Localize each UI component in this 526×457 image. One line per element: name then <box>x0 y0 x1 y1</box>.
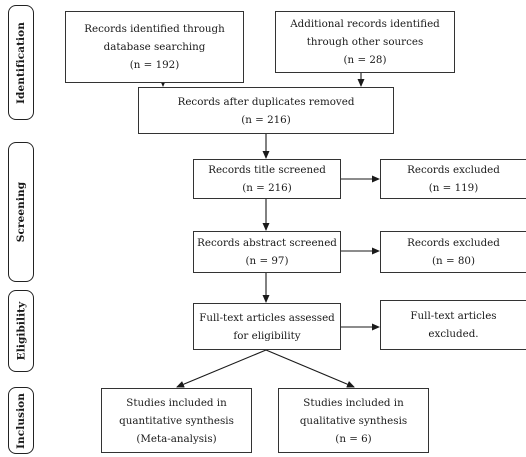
stage-inclusion: Inclusion <box>8 387 34 454</box>
fulltext-assessed-line1: Full-text articles assessed <box>199 311 335 324</box>
qualitative-count: (n = 6) <box>335 432 372 445</box>
box-abstract-excluded: Records excluded (n = 80) <box>380 231 526 273</box>
box-fulltext-assessed: Full-text articles assessed for eligibil… <box>193 303 341 350</box>
abstract-excluded-line1: Records excluded <box>407 237 500 249</box>
stage-identification: Identification <box>8 5 34 120</box>
quantitative-line1: Studies included in <box>126 396 227 409</box>
after-duplicates-line1: Records after duplicates removed <box>177 95 355 108</box>
other-sources-count: (n = 28) <box>343 54 387 66</box>
after-duplicates-count: (n = 216) <box>241 113 291 126</box>
title-screened-line1: Records title screened <box>208 164 326 176</box>
box-database-searching: Records identified through database sear… <box>65 11 244 83</box>
box-qualitative-synthesis: Studies included in qualitative synthesi… <box>278 388 429 453</box>
box-abstract-screened: Records abstract screened (n = 97) <box>193 231 341 273</box>
arrow-fulltext-to-quantitative <box>176 349 267 388</box>
arrow-fulltext-to-qualitative <box>265 349 355 388</box>
database-search-line1: Records identified through <box>84 23 225 35</box>
qualitative-line2: qualitative synthesis <box>299 414 408 427</box>
box-other-sources: Additional records identified through ot… <box>275 11 455 73</box>
quantitative-line2: quantitative synthesis <box>119 414 234 427</box>
other-sources-line1: Additional records identified <box>290 18 440 30</box>
fulltext-excluded-line2: excluded. <box>428 328 479 340</box>
fulltext-assessed-line2: for eligibility <box>233 329 301 342</box>
other-sources-line2: through other sources <box>306 36 424 48</box>
database-search-line2: database searching <box>103 41 206 53</box>
box-title-excluded: Records excluded (n = 119) <box>380 159 526 199</box>
abstract-excluded-count: (n = 80) <box>432 255 475 267</box>
box-after-duplicates: Records after duplicates removed (n = 21… <box>138 87 394 134</box>
box-fulltext-excluded: Full-text articles excluded. <box>380 300 526 350</box>
fulltext-excluded-line1: Full-text articles <box>410 310 497 322</box>
title-screened-count: (n = 216) <box>242 182 292 194</box>
abstract-screened-line1: Records abstract screened <box>197 237 337 249</box>
box-quantitative-synthesis: Studies included in quantitative synthes… <box>101 388 252 453</box>
abstract-screened-count: (n = 97) <box>245 255 289 267</box>
quantitative-line3: (Meta-analysis) <box>136 432 217 445</box>
box-title-screened: Records title screened (n = 216) <box>193 159 341 199</box>
stage-screening: Screening <box>8 142 34 282</box>
database-search-count: (n = 192) <box>129 59 180 71</box>
title-excluded-line1: Records excluded <box>407 164 500 176</box>
stage-eligibility: Eligibility <box>8 290 34 372</box>
qualitative-line1: Studies included in <box>303 396 404 409</box>
title-excluded-count: (n = 119) <box>428 182 479 194</box>
